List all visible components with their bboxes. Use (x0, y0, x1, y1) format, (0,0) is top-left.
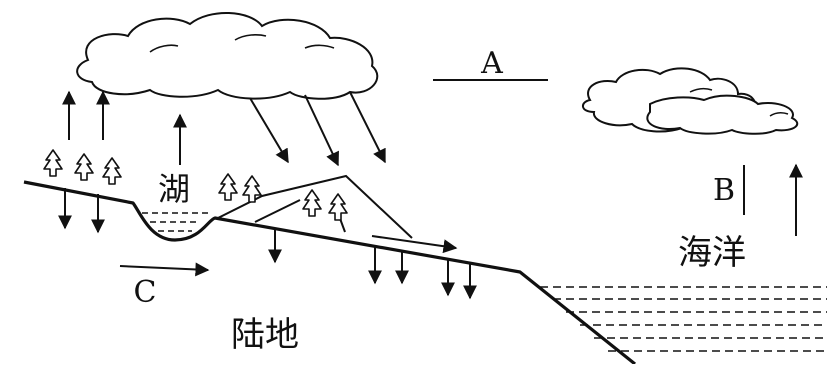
ground-surface (23, 180, 636, 366)
label-lake: 湖 (158, 170, 190, 208)
cloud-ocean (582, 67, 799, 135)
label-land: 陆地 (231, 315, 299, 355)
cloud-land (76, 12, 379, 100)
label-c: C (134, 275, 157, 310)
infiltration-arrows (58, 188, 477, 300)
label-a: A (480, 46, 503, 81)
label-b: B (713, 173, 735, 208)
ocean-water (540, 286, 827, 352)
precipitation-arrows (249, 91, 386, 167)
surface-runoff-arrow (371, 235, 458, 254)
lake-water (142, 212, 210, 232)
label-ocean: 海洋 (678, 233, 746, 273)
transpiration-arrows (62, 90, 110, 140)
groundwater-arrow (119, 262, 210, 277)
trees (43, 149, 348, 221)
